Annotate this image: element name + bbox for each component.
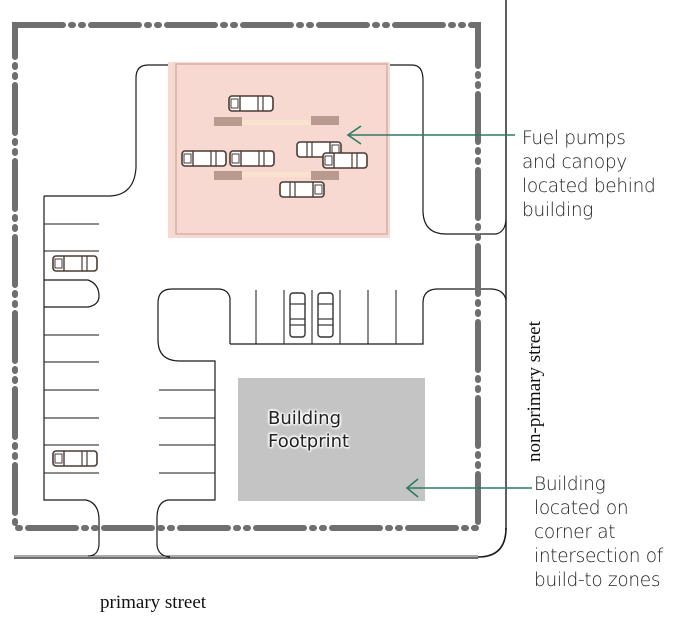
- pump-island: [311, 116, 339, 125]
- parked-car: [52, 255, 98, 272]
- parked-car: [289, 292, 306, 338]
- street-corner-curve: [477, 527, 507, 558]
- parked-car: [52, 450, 98, 467]
- curb-lines: [43, 64, 507, 558]
- canopy-band: [242, 172, 314, 177]
- primary-street-label: primary street: [100, 592, 207, 613]
- car-at-pump: [229, 150, 275, 167]
- car-at-pump: [181, 150, 227, 167]
- curb-center-island: [156, 288, 231, 558]
- curb-left-notch: [44, 279, 100, 308]
- pump-island: [214, 117, 242, 126]
- curb-top-right: [390, 64, 507, 235]
- curb-left-row: [43, 196, 100, 557]
- canopy-band: [242, 120, 314, 125]
- car-at-pump: [322, 152, 368, 169]
- canopy-area: [168, 62, 390, 238]
- pump-island: [311, 171, 339, 180]
- pump-island: [214, 171, 242, 180]
- building-footprint-label: Building Footprint: [268, 408, 350, 452]
- curb-top-left: [44, 64, 168, 197]
- arrowhead-fuel: [346, 125, 362, 145]
- curb-top-row: [230, 288, 507, 345]
- leaders: [346, 125, 532, 498]
- building-footprint: [238, 378, 425, 501]
- build-to-line: [12, 22, 481, 531]
- callout-fuel-pumps: Fuel pumps and canopy located behind bui…: [522, 128, 656, 221]
- non-primary-street-label: non-primary street: [524, 321, 545, 462]
- arrowhead-building: [405, 478, 419, 498]
- callout-building-corner: Building located on corner at intersecti…: [534, 474, 663, 591]
- setback-line: [12, 22, 481, 531]
- car-at-pump: [279, 181, 325, 198]
- parked-car: [317, 292, 334, 338]
- canopy-outline: [175, 63, 388, 235]
- fuel-canopy: [168, 62, 390, 238]
- car-at-pump: [228, 95, 274, 112]
- parking-stalls: [44, 223, 397, 474]
